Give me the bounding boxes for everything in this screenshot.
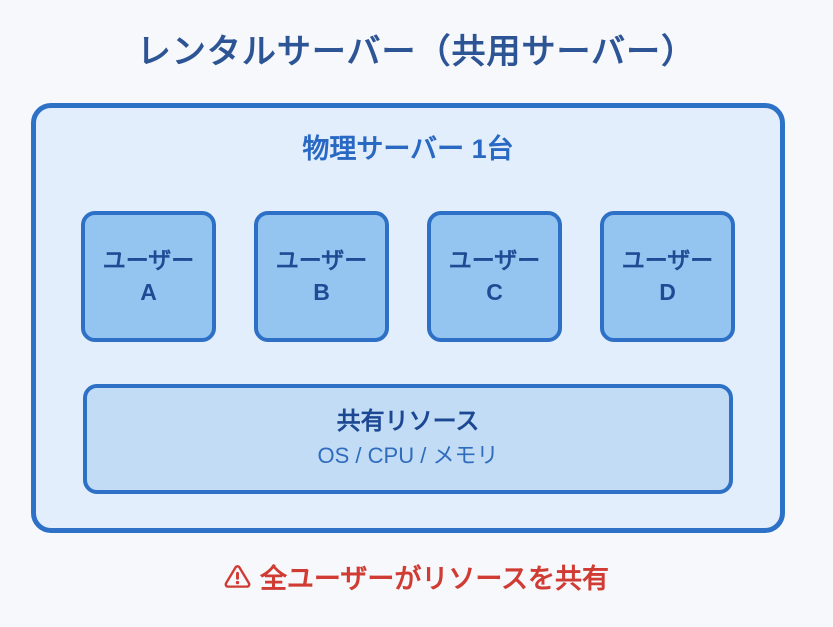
warning-triangle-icon: [224, 563, 251, 590]
physical-server-label: 物理サーバー 1台: [302, 134, 514, 164]
user-box-d: ユーザー D: [600, 211, 735, 342]
user-box-a: ユーザー A: [81, 211, 216, 342]
user-box-id: A: [140, 279, 157, 305]
user-row: ユーザー A ユーザー B ユーザー C ユーザー D: [36, 211, 780, 342]
physical-server-box: 物理サーバー 1台 ユーザー A ユーザー B ユーザー C ユーザー D 共有…: [31, 103, 785, 533]
warning-text: 全ユーザーがリソースを共有: [259, 564, 610, 594]
user-box-id: B: [313, 279, 330, 305]
user-box-name: ユーザー: [275, 247, 368, 273]
user-box-name: ユーザー: [621, 247, 714, 273]
page-title: レンタルサーバー（共用サーバー）: [136, 33, 697, 71]
user-box-name: ユーザー: [448, 247, 541, 273]
user-box-name: ユーザー: [102, 247, 195, 273]
user-box-id: C: [486, 279, 503, 305]
user-box-b: ユーザー B: [254, 211, 389, 342]
shared-resources-box: 共有リソース OS / CPU / メモリ: [83, 384, 733, 494]
user-box-c: ユーザー C: [427, 211, 562, 342]
shared-resources-title: 共有リソース: [336, 408, 480, 436]
user-box-id: D: [659, 279, 676, 305]
warning-note: 全ユーザーがリソースを共有: [0, 557, 833, 596]
shared-resources-subtitle: OS / CPU / メモリ: [317, 443, 499, 469]
